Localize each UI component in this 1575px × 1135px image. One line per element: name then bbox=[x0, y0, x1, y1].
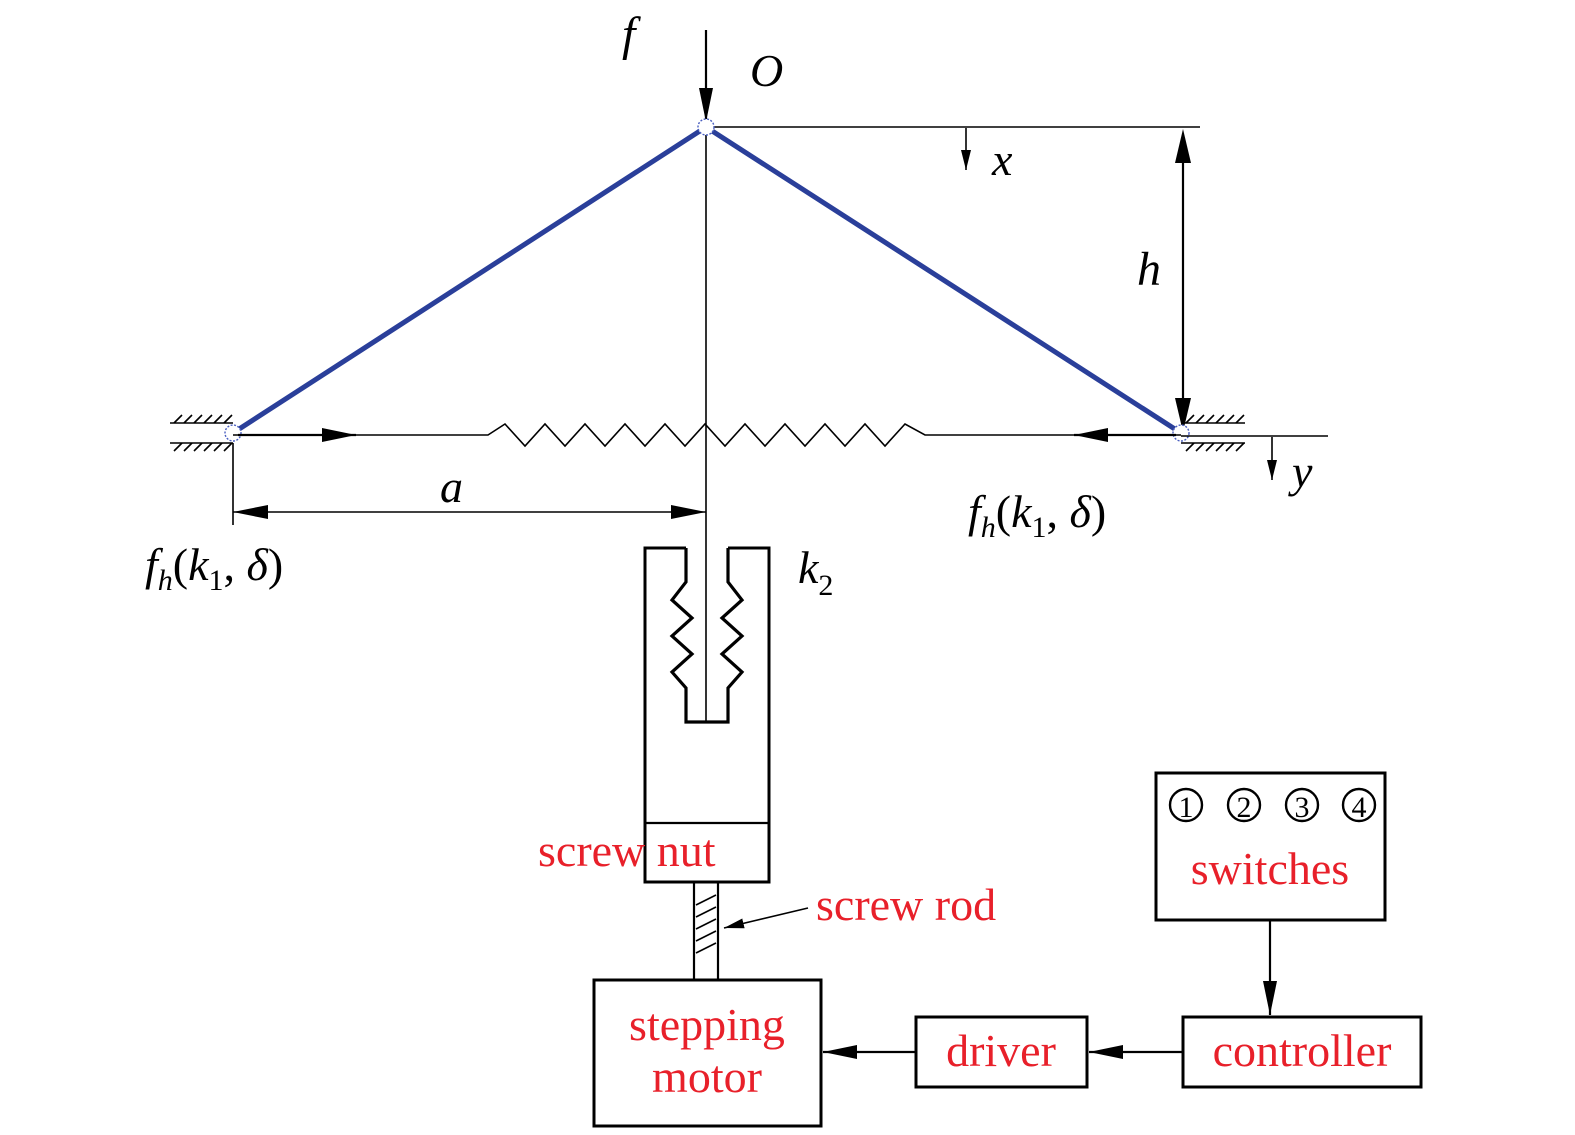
driver-label: driver bbox=[946, 1025, 1056, 1076]
switch-3-number: 3 bbox=[1295, 791, 1310, 824]
top-pivot bbox=[697, 118, 715, 136]
right-horizontal-force-label: fh(k1, δ) bbox=[968, 486, 1106, 544]
height-arrow-bottom bbox=[1175, 398, 1191, 432]
x-axis-label: x bbox=[991, 134, 1013, 185]
switch-3-indicator bbox=[1284, 787, 1320, 823]
left-horizontal-force-label: fh(k1, δ) bbox=[145, 539, 283, 597]
switches-label: switches bbox=[1191, 843, 1349, 894]
spring-housing bbox=[643, 546, 771, 884]
screw-rod-leader bbox=[723, 907, 809, 929]
controller-label: controller bbox=[1213, 1025, 1392, 1076]
height-label: h bbox=[1137, 243, 1161, 296]
force-f-label: f bbox=[622, 8, 641, 61]
stepping-motor-label-line2: motor bbox=[652, 1051, 762, 1102]
stepping-motor-label-line1: stepping bbox=[629, 999, 785, 1050]
switch-2-number: 2 bbox=[1237, 791, 1252, 824]
left-spring-wall bbox=[669, 548, 745, 724]
right-pivot bbox=[1172, 424, 1190, 442]
switch-2-indicator bbox=[1226, 787, 1262, 823]
half-span-label: a bbox=[440, 461, 463, 512]
half-span-arrow-left bbox=[233, 505, 268, 519]
spring-k2-label: k2 bbox=[798, 542, 833, 602]
screw-rod bbox=[692, 883, 720, 980]
left-slider-guide bbox=[170, 414, 233, 452]
right-link bbox=[703, 124, 1184, 436]
switch-1-number: 1 bbox=[1179, 791, 1194, 824]
screw-nut-label: screw nut bbox=[538, 825, 716, 876]
switch-4-indicator bbox=[1341, 787, 1377, 823]
left-pivot bbox=[224, 424, 242, 442]
switch-4-number: 4 bbox=[1352, 791, 1367, 824]
stepping-motor-box bbox=[592, 978, 823, 1128]
switch-1-indicator bbox=[1168, 787, 1204, 823]
screw-rod-label: screw rod bbox=[816, 879, 996, 930]
switch-indicators: 1 2 3 4 bbox=[1168, 787, 1377, 824]
height-arrow-top bbox=[1175, 129, 1191, 163]
y-axis-label: y bbox=[1288, 446, 1313, 497]
left-link bbox=[230, 124, 709, 436]
origin-o-label: O bbox=[750, 45, 783, 96]
right-slider-guide bbox=[1181, 414, 1245, 452]
horizontal-spring bbox=[233, 422, 1181, 448]
half-span-arrow-right bbox=[671, 505, 706, 519]
